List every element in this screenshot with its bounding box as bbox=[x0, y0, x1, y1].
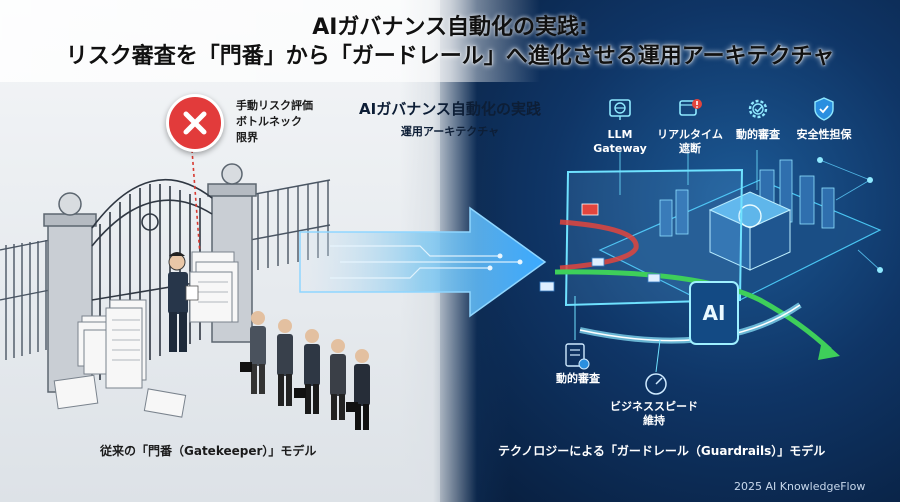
feature-realtime-block-line-2: 遮断 bbox=[679, 142, 701, 156]
feature-realtime-block: リアルタイム 遮断 bbox=[650, 96, 730, 157]
feature-llm-gateway-line-2: Gateway bbox=[593, 142, 647, 156]
business-speed-line-2: 維持 bbox=[643, 414, 665, 428]
business-speed-line-1: ビジネススピード bbox=[610, 400, 698, 413]
close-icon bbox=[183, 111, 207, 135]
blocked-x-badge bbox=[166, 94, 224, 152]
dynamic-review-label: 動的審査 bbox=[556, 372, 600, 385]
speedometer-icon bbox=[645, 373, 667, 395]
ai-chip-label: AI bbox=[702, 301, 726, 325]
credit-text: 2025 AI KnowledgeFlow bbox=[734, 480, 866, 493]
transition-arrow bbox=[299, 206, 547, 318]
iron-gate-illustration bbox=[0, 149, 370, 430]
alert-window-icon bbox=[679, 99, 702, 116]
gatekeeper-model-caption: 従来の「門番（Gatekeeper）」モデル bbox=[100, 444, 317, 458]
document-check-icon bbox=[565, 343, 590, 370]
title-line-2: リスク審査を「門番」から「ガードレール」へ進化させる運用アーキテクチャ bbox=[65, 43, 835, 69]
guardrails-model-caption: テクノロジーによる「ガードレール（Guardrails）」モデル bbox=[498, 444, 826, 458]
gatekeeper-figure bbox=[168, 252, 199, 352]
subtitle-line-1: AIガバナンス自動化の実践 bbox=[359, 100, 541, 118]
feature-llm-gateway: LLM Gateway bbox=[580, 96, 660, 157]
callout-line-2: ボトルネック bbox=[236, 114, 302, 128]
waiting-people-queue bbox=[240, 311, 370, 430]
center-subtitle: AIガバナンス自動化の実践 運用アーキテクチャ bbox=[350, 98, 550, 139]
feature-llm-gateway-line-1: LLM bbox=[607, 128, 633, 141]
bottleneck-callout: 手動リスク評価 ボトルネック 限界 bbox=[236, 98, 313, 146]
title-band bbox=[0, 0, 900, 82]
feature-realtime-block-line-1: リアルタイム bbox=[657, 128, 723, 141]
gear-check-icon bbox=[748, 99, 768, 119]
guardrail-platform bbox=[539, 150, 883, 395]
feature-dynamic-review: 動的審査 bbox=[718, 96, 798, 142]
callout-line-3: 限界 bbox=[236, 130, 258, 144]
feature-safety: 安全性担保 bbox=[784, 96, 864, 142]
main-title: AIガバナンス自動化の実践: リスク審査を「門番」から「ガードレール」へ進化させ… bbox=[0, 14, 900, 71]
subtitle-line-2: 運用アーキテクチャ bbox=[400, 125, 500, 138]
business-speed-label: ビジネススピード 維持 bbox=[604, 400, 704, 429]
title-line-1: AIガバナンス自動化の実践: bbox=[312, 15, 588, 40]
globe-icon bbox=[609, 99, 631, 120]
callout-line-1: 手動リスク評価 bbox=[236, 99, 313, 112]
feature-safety-label: 安全性担保 bbox=[796, 128, 852, 141]
feature-dynamic-review-label: 動的審査 bbox=[736, 128, 780, 141]
shield-check-icon bbox=[814, 97, 834, 121]
